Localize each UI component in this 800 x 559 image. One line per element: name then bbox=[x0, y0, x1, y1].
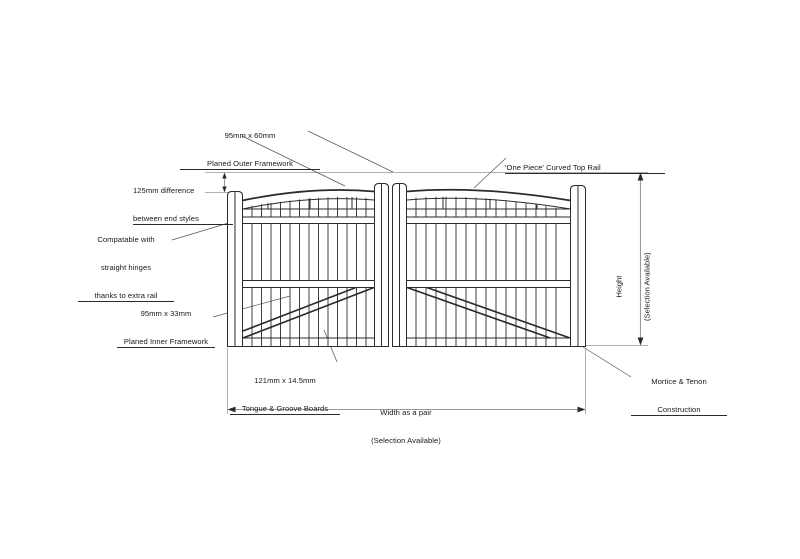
dimension-label-height-line1: Height bbox=[614, 275, 624, 298]
annotation-tongue-groove-boards-line1: 121mm x 14.5mm bbox=[254, 375, 316, 385]
annotation-end-styles-difference: 125mm difference between end styles bbox=[133, 167, 233, 244]
annotation-inner-framework-line2: Planed Inner Framework bbox=[117, 337, 215, 348]
dimension-label-height-line2: (Selection Available) bbox=[642, 252, 652, 321]
annotation-mortice-tenon-line2: Construction bbox=[631, 405, 727, 416]
extension-lines bbox=[205, 172, 648, 414]
dimension-label-height: Height (Selection Available) bbox=[595, 227, 670, 347]
annotation-end-styles-difference-line1: 125mm difference bbox=[133, 185, 195, 195]
annotation-straight-hinges-line3: thanks to extra rail bbox=[78, 291, 174, 303]
left-gate-second-rail-overlay bbox=[242, 216, 375, 224]
right-gate-bottom-rail-seams bbox=[415, 338, 557, 347]
annotation-straight-hinges-line2: straight hinges bbox=[100, 263, 152, 273]
dimension-label-width-line1: Width as a pair bbox=[380, 407, 432, 417]
annotation-inner-framework: 95mm x 33mm Planed Inner Framework bbox=[117, 290, 215, 367]
annotation-outer-framework-line1: 95mm x 60mm bbox=[224, 130, 276, 140]
left-gate-mid-rail-overlay bbox=[242, 280, 375, 288]
left-gate-top-pickets bbox=[251, 197, 367, 217]
right-gate-diagonal-brace bbox=[406, 279, 571, 346]
dimension-label-width-line2: (Selection Available) bbox=[371, 436, 441, 446]
width-dimension-line bbox=[227, 406, 586, 413]
end-style-difference-dimension bbox=[222, 172, 227, 193]
annotation-tongue-groove-boards: 121mm x 14.5mm Tongue & Groove Boards bbox=[230, 357, 340, 434]
right-gate-second-rail-overlay bbox=[406, 216, 571, 224]
left-gate-bottom-rail-seams bbox=[251, 338, 367, 347]
annotation-mortice-tenon: Mortice & Tenon Construction bbox=[631, 358, 727, 435]
dimension-label-width: Width as a pair (Selection Available) bbox=[346, 389, 466, 464]
annotation-inner-framework-line1: 95mm x 33mm bbox=[140, 308, 192, 318]
annotation-curved-top-rail-line1: 'One Piece' Curved Top Rail bbox=[505, 163, 665, 174]
left-gate-rail-joints bbox=[267, 197, 353, 209]
left-gate-leaf bbox=[227, 183, 389, 347]
left-gate-bottom-rail-overlay bbox=[242, 337, 375, 347]
right-gate-rail-joints bbox=[442, 196, 538, 209]
annotation-outer-framework: 95mm x 60mm Planed Outer Framework bbox=[180, 112, 320, 189]
height-dimension-line bbox=[637, 172, 644, 346]
annotation-straight-hinges: Compatable with straight hinges thanks t… bbox=[78, 216, 174, 321]
annotation-straight-hinges-line1: Compatable with bbox=[97, 234, 155, 244]
annotation-curved-top-rail: 'One Piece' Curved Top Rail bbox=[505, 144, 665, 193]
left-gate-diagonal-brace bbox=[242, 279, 375, 339]
right-gate-leaf bbox=[392, 183, 586, 347]
right-gate-mid-rail-overlay bbox=[406, 280, 571, 288]
annotation-tongue-groove-boards-line2: Tongue & Groove Boards bbox=[230, 404, 340, 415]
right-gate-top-pickets bbox=[415, 196, 557, 217]
annotation-mortice-tenon-line1: Mortice & Tenon bbox=[651, 376, 707, 386]
